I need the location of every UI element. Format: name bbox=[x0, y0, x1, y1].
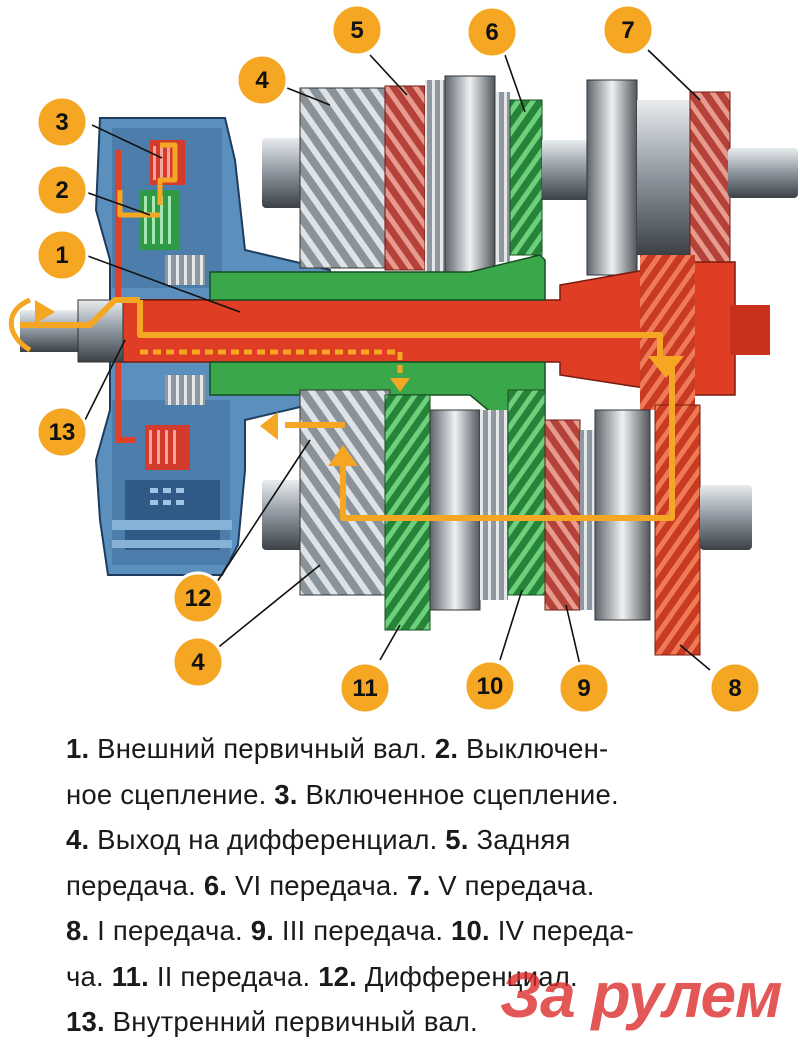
leader-lines bbox=[79, 49, 711, 671]
callout-badge-6: 6 bbox=[465, 5, 519, 59]
caption-text: Выход на дифференциал. bbox=[89, 824, 446, 855]
callout-number: 11 bbox=[352, 675, 377, 702]
callout-badge-12: 12 bbox=[171, 571, 225, 625]
caption-text: Выключен- bbox=[458, 733, 609, 764]
upper-output-shaft bbox=[262, 75, 798, 277]
arrow-heads bbox=[35, 300, 684, 466]
caption-line: 1. Внешний первичный вал. 2. Выключен- bbox=[66, 726, 766, 772]
caption-text: Дифференциал. bbox=[357, 960, 578, 992]
callout-number: 3 bbox=[55, 109, 68, 136]
caption-number: 8. bbox=[66, 915, 90, 946]
callout-badge-4a: 4 bbox=[235, 53, 289, 107]
caption-text: Внешний первичный вал. bbox=[89, 733, 435, 764]
clutch-3-disks bbox=[145, 140, 190, 470]
caption-number: 9. bbox=[250, 915, 275, 946]
callout-badge-7: 7 bbox=[601, 3, 655, 57]
caption-line: ное сцепление. 3. Включенное сцепление. bbox=[66, 772, 766, 818]
callout-number: 9 bbox=[577, 675, 590, 702]
legend-caption: 1. Внешний первичный вал. 2. Выключен-но… bbox=[66, 726, 766, 1045]
watermark-logo: За рулем bbox=[500, 959, 782, 1031]
callout-badge-3: 3 bbox=[35, 95, 89, 149]
caption-line: 13. Внутренний первичный вал. bbox=[66, 999, 766, 1045]
caption-text: Внутренний первичный вал. bbox=[104, 1006, 478, 1037]
caption-number: 4. bbox=[66, 824, 90, 855]
caption-text: I передача. bbox=[89, 915, 251, 946]
caption-number: 12. bbox=[318, 960, 358, 992]
caption-line: ча. 11. II передача. 12. Дифференциал. bbox=[66, 954, 766, 1000]
caption-number: 1. bbox=[66, 733, 90, 764]
caption-number: 10. bbox=[451, 915, 490, 946]
callout-badge-9: 9 bbox=[557, 661, 611, 715]
callout-number: 1 bbox=[55, 242, 68, 269]
caption-line: передача. 6. VI передача. 7. V передача. bbox=[66, 863, 766, 909]
caption-text: передача. bbox=[66, 869, 204, 901]
callout-number: 12 bbox=[185, 585, 212, 612]
callout-badge-8: 8 bbox=[708, 661, 762, 715]
caption-text: ча. bbox=[66, 960, 112, 992]
caption-line: 4. Выход на дифференциал. 5. Задняя bbox=[66, 817, 766, 863]
callout-badge-4b: 4 bbox=[171, 635, 225, 689]
callout-number: 7 bbox=[621, 17, 634, 44]
callout-number: 4 bbox=[255, 67, 269, 94]
callout-number: 4 bbox=[191, 649, 205, 676]
caption-number: 6. bbox=[203, 869, 228, 901]
callout-badge-2: 2 bbox=[35, 163, 89, 217]
callout-number: 10 bbox=[477, 673, 504, 700]
caption-text: Задняя bbox=[468, 824, 571, 855]
caption-line: 8. I передача. 9. III передача. 10. IV п… bbox=[66, 908, 766, 954]
rotation-arrow-icon bbox=[8, 297, 32, 353]
callout-number: 2 bbox=[55, 177, 68, 204]
clutch-springs bbox=[165, 255, 205, 405]
caption-text: V передача. bbox=[430, 869, 595, 901]
callout-badge-10: 10 bbox=[463, 659, 517, 713]
caption-text: VI передача. bbox=[227, 869, 408, 901]
caption-text: II передача. bbox=[149, 960, 319, 992]
callout-number: 6 bbox=[485, 19, 498, 46]
caption-number: 2. bbox=[434, 733, 459, 764]
caption-number: 7. bbox=[407, 869, 431, 901]
caption-text: III передача. bbox=[274, 915, 452, 946]
power-flow-arrows bbox=[20, 142, 675, 521]
callout-number: 13 bbox=[49, 419, 76, 446]
caption-number: 13. bbox=[66, 1006, 105, 1037]
lower-output-shaft bbox=[262, 389, 752, 656]
caption-text: IV переда- bbox=[489, 915, 635, 946]
caption-number: 5. bbox=[445, 824, 469, 855]
callout-badge-1: 1 bbox=[35, 228, 89, 282]
caption-text: Включенное сцепление. bbox=[297, 778, 619, 810]
callout-badge-11: 11 bbox=[338, 661, 392, 715]
callout-number: 8 bbox=[728, 675, 741, 702]
caption-number: 3. bbox=[274, 778, 298, 810]
callout-badge-5: 5 bbox=[330, 3, 384, 57]
caption-text: ное сцепление. bbox=[66, 778, 275, 810]
callout-badge-13: 13 bbox=[35, 405, 89, 459]
caption-number: 11. bbox=[111, 960, 150, 992]
callout-number: 5 bbox=[350, 17, 363, 44]
